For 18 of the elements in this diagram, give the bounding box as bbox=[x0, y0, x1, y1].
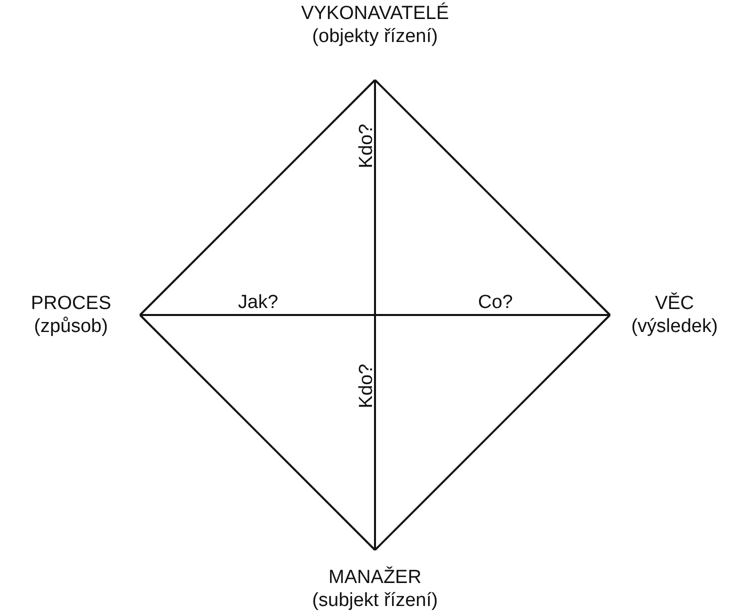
node-title: VĚC bbox=[654, 292, 694, 315]
node-subtitle: (objekty řízení) bbox=[312, 25, 438, 48]
connector-line bbox=[374, 314, 611, 551]
node-title: VYKONAVATELÉ bbox=[301, 2, 449, 25]
question-label: Kdo? bbox=[356, 364, 378, 408]
node-title: PROCES bbox=[30, 292, 112, 315]
node-title: MANAŽER bbox=[328, 566, 422, 589]
connector-line bbox=[374, 79, 611, 316]
connector-line bbox=[139, 79, 376, 316]
question-label: Jak? bbox=[238, 292, 278, 314]
question-label: Kdo? bbox=[356, 124, 378, 168]
node-subtitle: (subjekt řízení) bbox=[312, 589, 438, 612]
node-subtitle: (výsledek) bbox=[631, 315, 718, 338]
connector-line bbox=[140, 314, 610, 316]
node-subtitle: (způsob) bbox=[34, 315, 108, 338]
connector-line bbox=[374, 80, 376, 550]
question-label: Co? bbox=[478, 292, 513, 314]
connector-line bbox=[139, 314, 376, 551]
